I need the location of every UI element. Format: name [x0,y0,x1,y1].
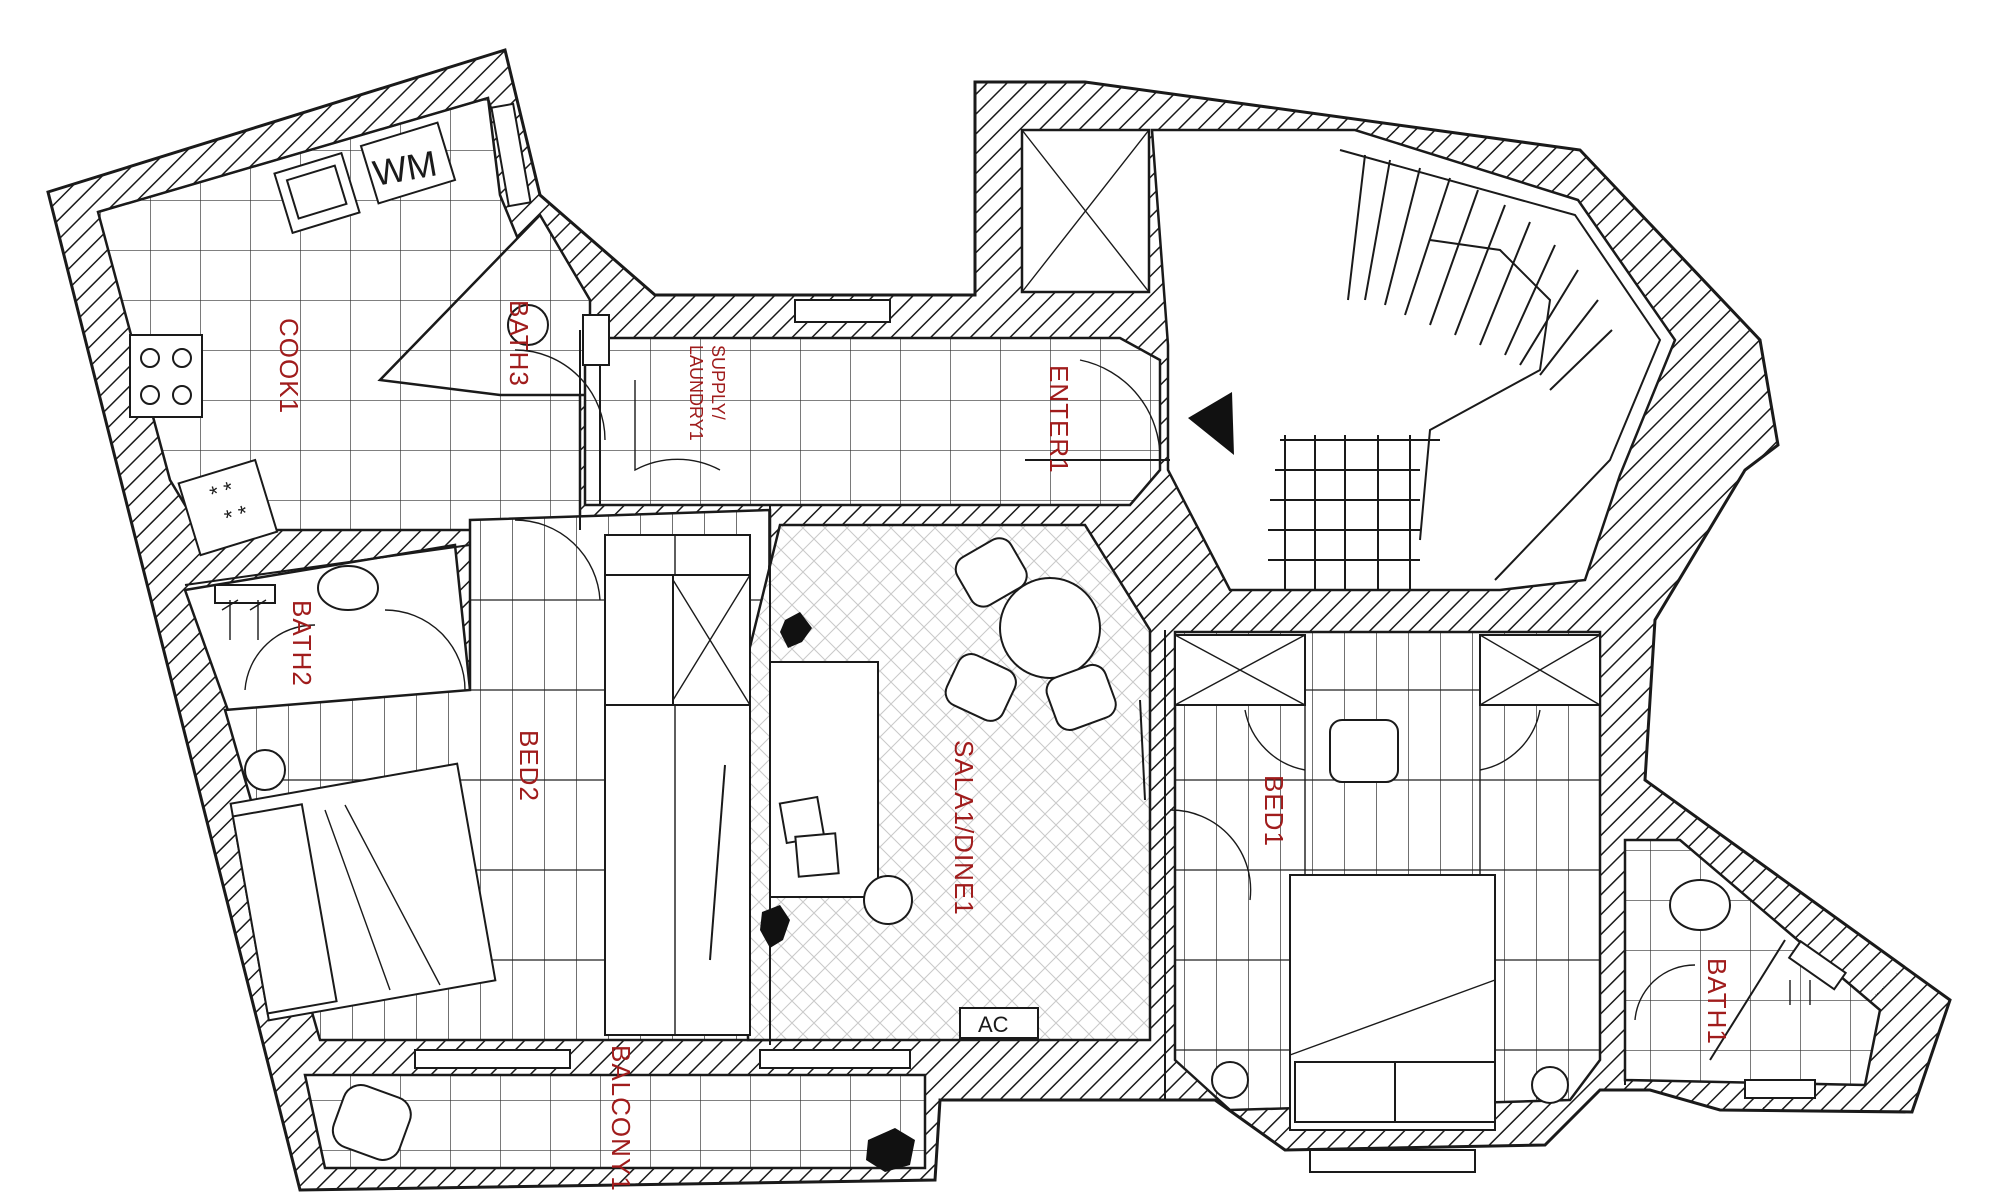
label-enter: ENTER1 [1044,365,1074,474]
air-conditioner: AC [959,1007,1039,1039]
stove-icon [129,334,203,418]
room-balcony [303,1073,927,1170]
dining-set [944,537,1117,731]
balcony-chair [331,1084,412,1161]
label-balcony: BALCONY1 [606,1045,636,1192]
bed1-bed [1211,719,1569,1131]
bed2-bed [229,749,497,1022]
bath3-fixtures [379,213,610,381]
windows [414,299,1816,1173]
label-cook: COOK1 [274,318,304,414]
oven: * * * * [177,458,279,557]
bed1-wardrobes [1174,634,1601,1090]
door-swings [244,349,1696,1021]
label-bath1: BATH1 [1702,958,1732,1045]
label-bed1: BED1 [1259,775,1289,847]
room-hall [583,336,1162,507]
room-stair-hall [1150,128,1677,592]
washing-machine: WM [359,121,457,205]
kitchen-cabinet [490,102,532,208]
label-bath3: BATH3 [504,300,534,387]
sala-sofa-table [769,661,913,925]
staircase [1268,149,1662,590]
label-supply: SUPPLY/ [708,345,728,420]
label-laundry: LAUNDRY1 [686,345,706,441]
label-sala: SALA1/DINE1 [949,740,979,916]
bath2-fixtures [214,565,379,640]
bed2-wardrobes [604,534,751,1036]
ac-label: AC [978,1012,1009,1037]
entry-arrow-icon [1188,392,1234,455]
plant-icon [760,612,915,1172]
bath1-fixtures [1669,879,1848,1061]
label-bath2: BATH2 [287,600,317,687]
label-bed2: BED2 [514,730,544,802]
